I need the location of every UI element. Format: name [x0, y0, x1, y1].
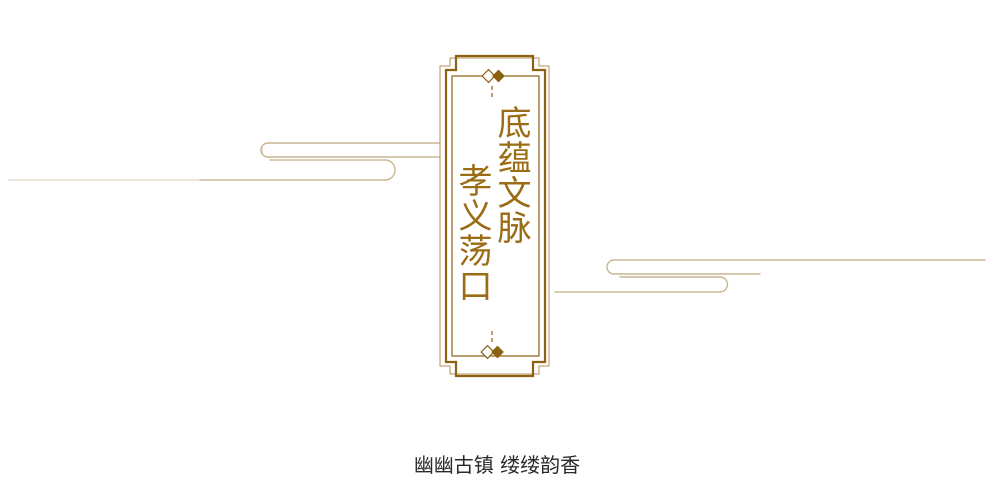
left-cloud-scroll-icon [7, 142, 441, 181]
caption-text: 幽幽古镇 缕缕韵香 [413, 453, 581, 477]
frame-bottom-ornament-icon [480, 331, 504, 360]
right-cloud-scroll-icon [554, 259, 986, 293]
frame-top-ornament-icon [481, 68, 505, 97]
title-left-column: 孝义荡口 [452, 163, 492, 303]
title-right-column: 底蕴文脉 [491, 105, 531, 245]
